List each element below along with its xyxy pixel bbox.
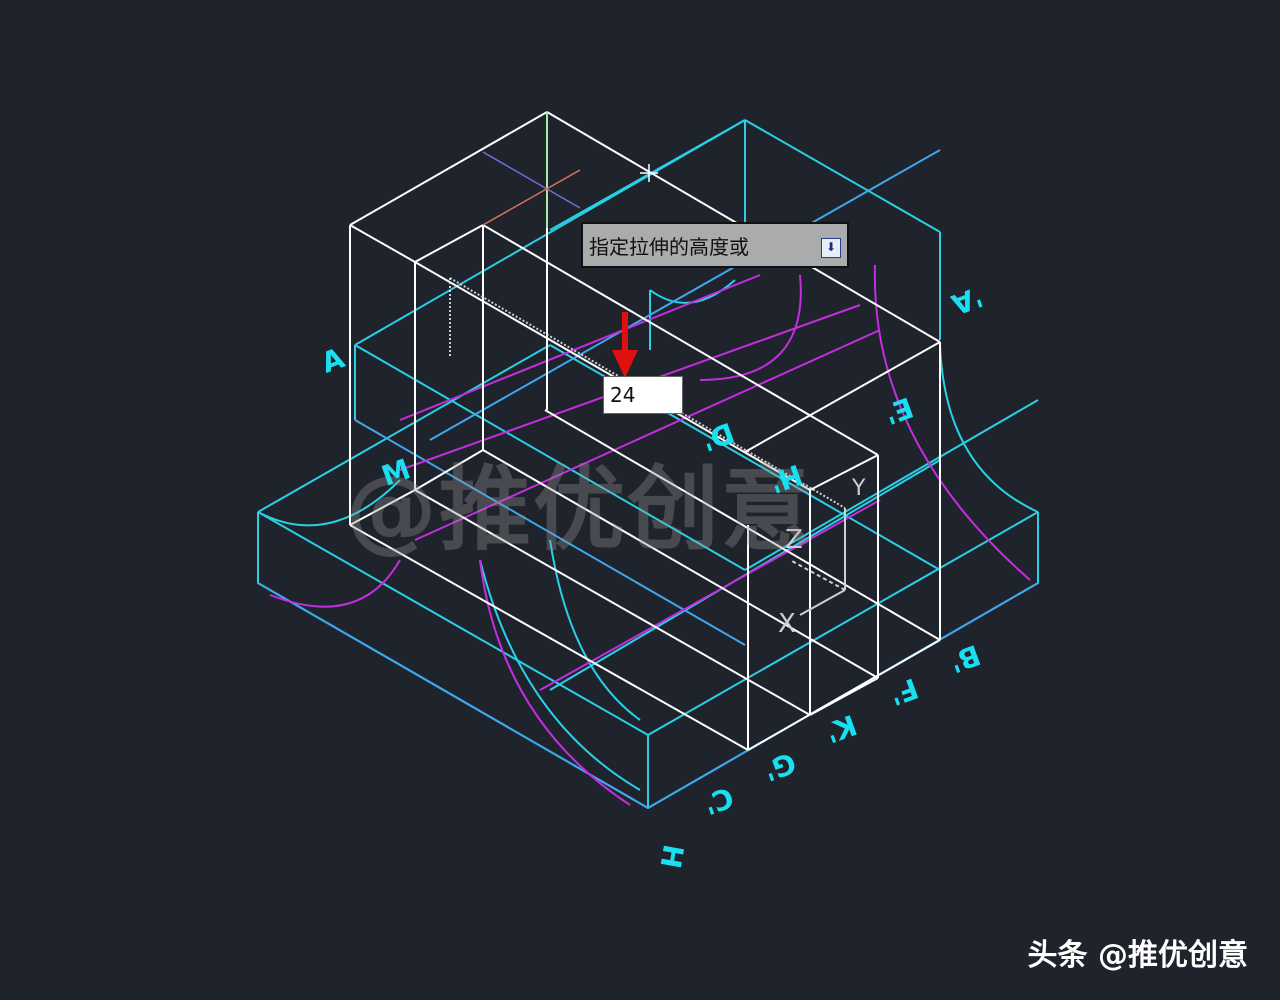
white-geometry [349,111,941,751]
ucs-z-label: Z [785,525,803,555]
dynamic-input-field[interactable]: 24 [603,376,683,414]
blue-geometry [257,149,1039,809]
ucs-y-label: Y [851,476,866,501]
ucs-icon: X Y Z [778,476,866,639]
dropdown-download-icon[interactable]: ⬇ [821,238,841,258]
crosshair-cursor [482,112,658,228]
red-arrow-icon [612,312,638,378]
dynamic-input-value: 24 [610,383,636,407]
command-prompt-tooltip: 指定拉伸的高度或 ⬇ [581,222,849,268]
footer-watermark: 头条 @推优创意 [1027,938,1248,973]
prompt-text: 指定拉伸的高度或 [589,234,749,259]
ucs-x-label: X [778,609,796,639]
watermark: @推优创意 [345,456,816,563]
